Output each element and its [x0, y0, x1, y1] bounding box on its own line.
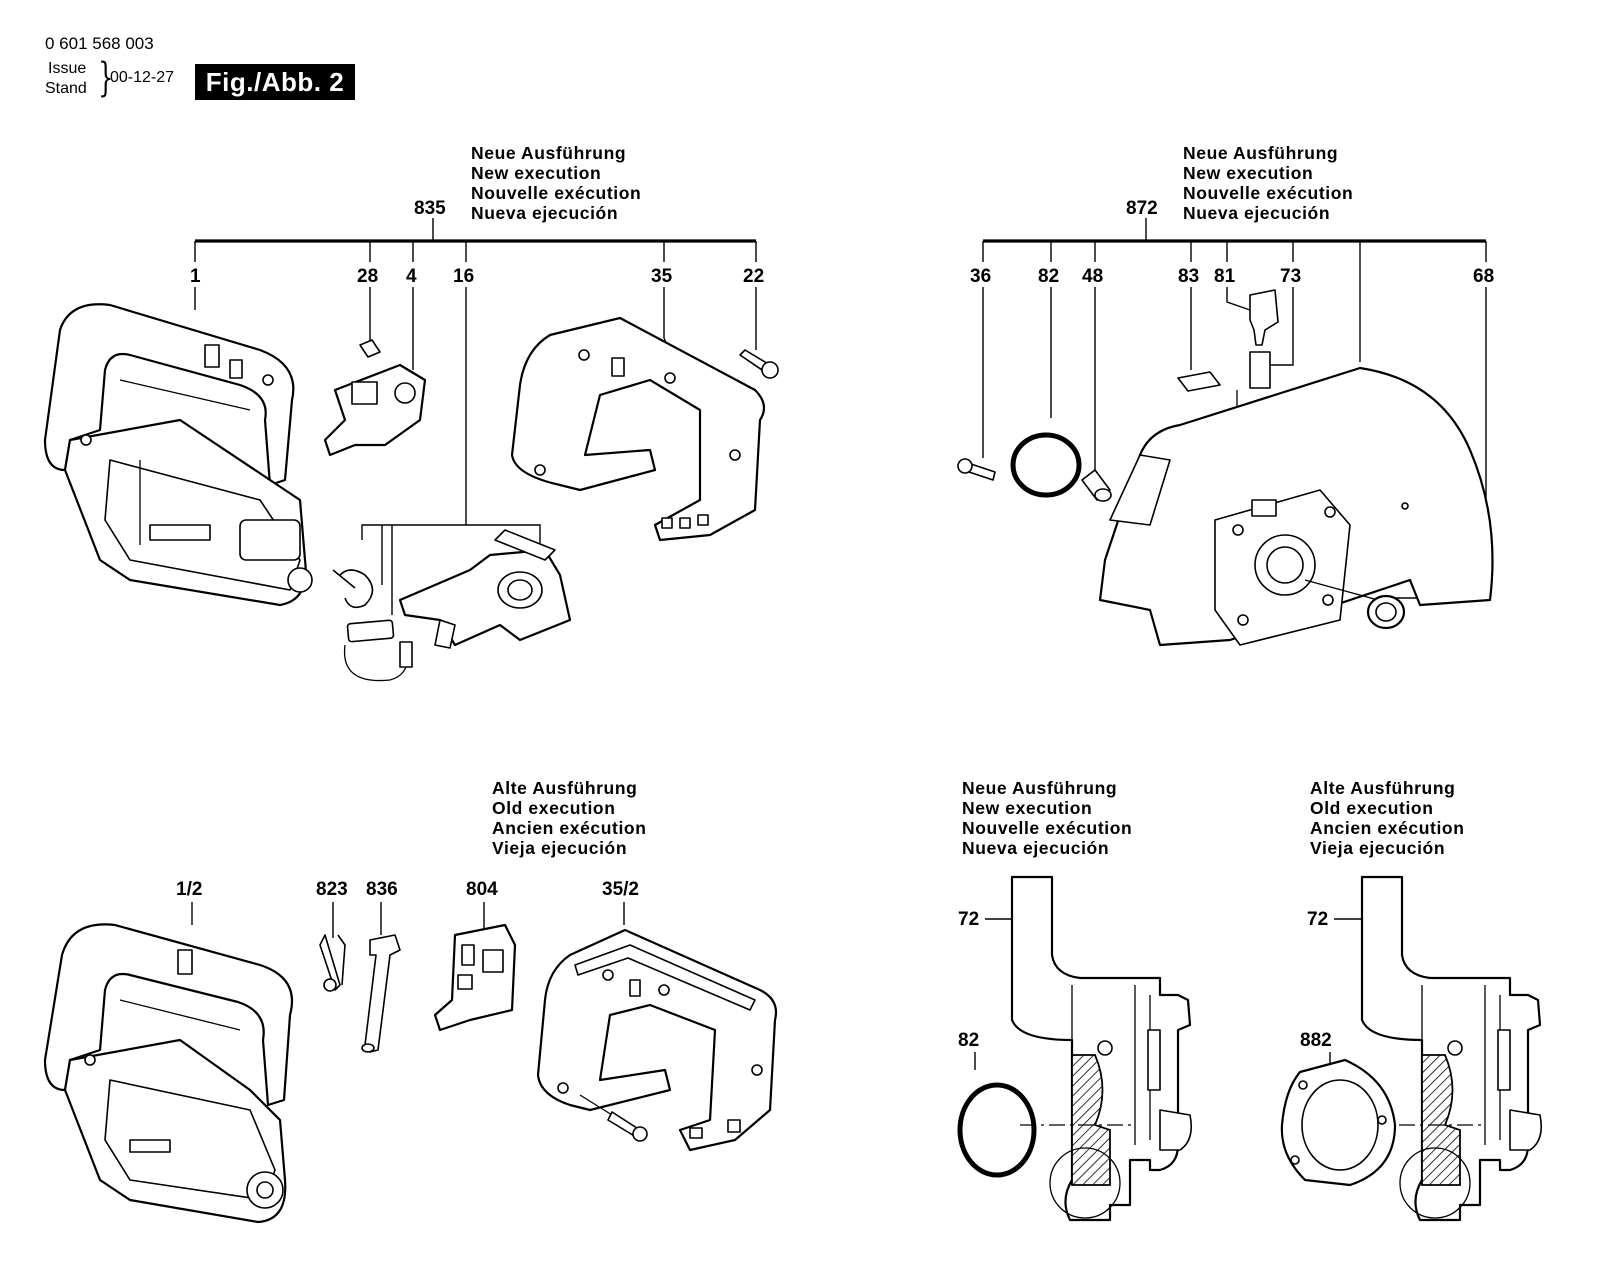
execution-caption-new-tr: Neue Ausführung New execution Nouvelle e…: [1183, 143, 1353, 223]
flange-part: [1280, 1058, 1397, 1187]
caption-line-de: Alte Ausführung: [492, 778, 637, 798]
figure-label: Fig./Abb. 2: [195, 64, 355, 100]
switch-part: [433, 923, 517, 1032]
caption-line-de: Neue Ausführung: [1183, 143, 1338, 163]
switch-part: [323, 339, 427, 457]
caption-line-es: Nueva ejecución: [1183, 203, 1330, 223]
part-label: 72: [1307, 909, 1328, 930]
brace-icon: }: [98, 55, 114, 101]
part-label: 81: [1214, 266, 1236, 287]
part-label: 28: [357, 266, 378, 287]
caption-line-en: Old execution: [492, 798, 616, 818]
part-label: 36: [970, 266, 991, 287]
part-label: 882: [1300, 1030, 1332, 1051]
o-ring-part: [1010, 432, 1082, 498]
part-label: 35: [651, 266, 673, 287]
section-view: [1010, 875, 1193, 1222]
part-label: 83: [1178, 266, 1199, 287]
part-label: 73: [1280, 266, 1301, 287]
group-top-left: Neue Ausführung New execution Nouvelle e…: [43, 143, 779, 682]
handle-part: [536, 928, 778, 1152]
issue-date: 00-12-27: [110, 69, 175, 86]
part-label: 35/2: [602, 879, 639, 900]
issue-label: Issue: [48, 60, 87, 77]
part-label: 804: [466, 879, 498, 900]
gear-housing-part: [1098, 366, 1494, 647]
detail-new: Neue Ausführung New execution Nouvelle e…: [957, 778, 1193, 1222]
lever-part: [361, 934, 401, 1053]
section-view: [1360, 875, 1543, 1222]
part-label: 82: [1038, 266, 1059, 287]
caption-line-fr: Nouvelle exécution: [1183, 183, 1353, 203]
part-label: 72: [958, 909, 979, 930]
handle-part: [510, 316, 766, 542]
assembly-number: 872: [1126, 198, 1158, 219]
motor-housing-part: [43, 303, 313, 607]
caption-line-en: New execution: [471, 163, 601, 183]
part-number: 0 601 568 003: [45, 34, 154, 53]
part-label: 823: [316, 879, 348, 900]
screw-part: [957, 458, 996, 481]
group-top-right: Neue Ausführung New execution Nouvelle e…: [957, 143, 1494, 647]
execution-caption-old-bl: Alte Ausführung Old execution Ancien exé…: [492, 778, 647, 858]
part-label: 22: [743, 266, 764, 287]
caption-line-de: Alte Ausführung: [1310, 778, 1455, 798]
detail-old: Alte Ausführung Old execution Ancien exé…: [1280, 778, 1543, 1222]
spring-part: [319, 934, 346, 992]
plug-part: [1249, 289, 1279, 346]
caption-line-en: New execution: [962, 798, 1092, 818]
caption-line-es: Nueva ejecución: [962, 838, 1109, 858]
screw-part: [739, 349, 779, 379]
part-label: 82: [958, 1030, 979, 1051]
caption-line-es: Vieja ejecución: [492, 838, 627, 858]
caption-line-fr: Ancien exécution: [492, 818, 647, 838]
caption-line-fr: Nouvelle exécution: [471, 183, 641, 203]
part-label: 1/2: [176, 879, 202, 900]
part-label: 68: [1473, 266, 1494, 287]
part-label: 48: [1082, 266, 1103, 287]
motor-housing-part: [43, 923, 294, 1224]
caption-line-es: Vieja ejecución: [1310, 838, 1445, 858]
bushing-part: [1366, 594, 1406, 630]
caption-line-en: New execution: [1183, 163, 1313, 183]
execution-caption-new-tl: Neue Ausführung New execution Nouvelle e…: [471, 143, 641, 223]
assembly-number: 835: [414, 198, 446, 219]
part-label: 16: [453, 266, 474, 287]
caption-line-en: Old execution: [1310, 798, 1434, 818]
o-ring-part: [957, 1082, 1037, 1178]
part-label: 4: [406, 266, 417, 287]
caption-line-fr: Ancien exécution: [1310, 818, 1465, 838]
plate-part: [1177, 371, 1221, 392]
part-label: 1: [190, 266, 201, 287]
spring-part: [1249, 351, 1271, 389]
caption-line-de: Neue Ausführung: [962, 778, 1117, 798]
stand-label: Stand: [45, 80, 87, 97]
bushing-part: [1081, 469, 1112, 502]
caption-line-de: Neue Ausführung: [471, 143, 626, 163]
caption-line-es: Nueva ejecución: [471, 203, 618, 223]
execution-caption-new-detail: Neue Ausführung New execution Nouvelle e…: [962, 778, 1132, 858]
brush-holder-part: [332, 529, 572, 682]
group-bottom-left: Alte Ausführung Old execution Ancien exé…: [43, 778, 778, 1224]
caption-line-fr: Nouvelle exécution: [962, 818, 1132, 838]
execution-caption-old-detail: Alte Ausführung Old execution Ancien exé…: [1310, 778, 1465, 858]
part-label: 836: [366, 879, 398, 900]
